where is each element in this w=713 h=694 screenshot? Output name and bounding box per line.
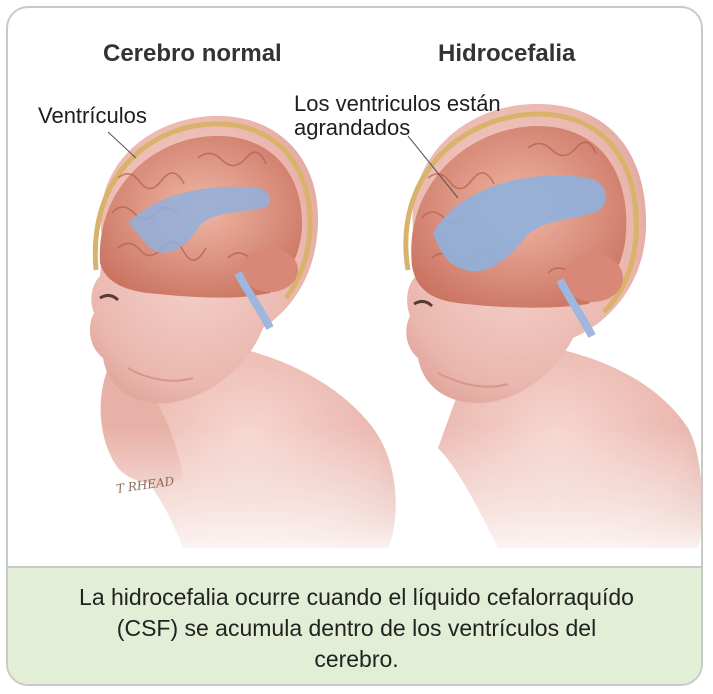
- hydrocephalus-title: Hidrocefalia: [438, 40, 575, 68]
- enlarged-ventricles-label: Los ventriculos están agrandados: [294, 92, 594, 140]
- normal-brain-title: Cerebro normal: [103, 40, 282, 68]
- caption-box: La hidrocefalia ocurre cuando el líquido…: [8, 566, 703, 686]
- figure-card: Cerebro normal Hidrocefalia Ventrículos …: [6, 6, 703, 686]
- caption-text: La hidrocefalia ocurre cuando el líquido…: [77, 582, 637, 675]
- ventricles-label: Ventrículos: [38, 104, 147, 128]
- illustration-panel: Cerebro normal Hidrocefalia Ventrículos …: [8, 8, 703, 566]
